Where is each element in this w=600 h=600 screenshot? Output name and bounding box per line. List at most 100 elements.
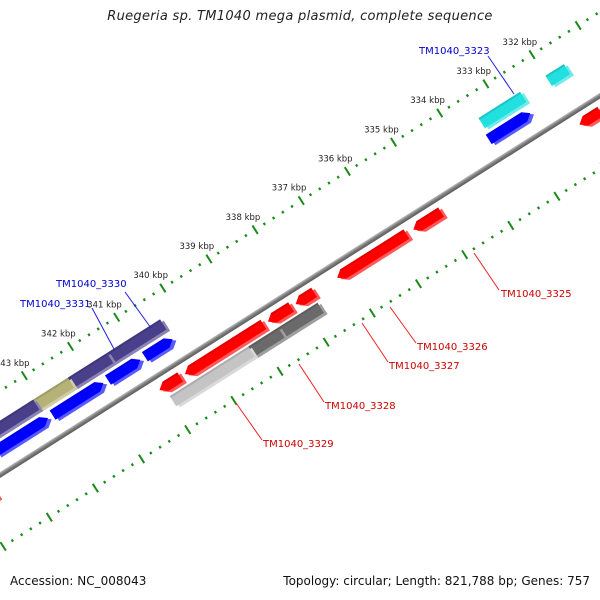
forward-cds-arrow[interactable] bbox=[49, 377, 110, 422]
minor-tick bbox=[546, 200, 550, 204]
minor-tick bbox=[10, 538, 14, 543]
feature-body bbox=[105, 358, 141, 385]
reverse-cds-arrow[interactable] bbox=[410, 206, 448, 237]
minor-tick bbox=[481, 241, 485, 245]
kbp-tick-label: 332 kbp bbox=[503, 38, 538, 48]
minor-tick bbox=[407, 287, 411, 292]
feature-body bbox=[337, 229, 410, 279]
feature-edge bbox=[169, 346, 250, 398]
feature-body bbox=[267, 302, 294, 323]
minor-tick bbox=[262, 222, 266, 226]
forward-cog-feature[interactable] bbox=[545, 63, 574, 89]
forward-cog-feature[interactable] bbox=[106, 318, 171, 366]
minor-tick bbox=[216, 251, 220, 255]
minor-tick bbox=[158, 445, 162, 449]
reverse-cds-arrow[interactable] bbox=[265, 301, 298, 329]
gene-label-leader bbox=[298, 363, 325, 403]
minor-tick bbox=[336, 175, 340, 179]
feature-edge bbox=[248, 327, 280, 349]
gene-label[interactable]: TM1040_3323 bbox=[418, 46, 490, 57]
major-tick bbox=[113, 312, 121, 323]
major-tick bbox=[20, 370, 28, 381]
minor-tick bbox=[176, 433, 181, 438]
sequence-backbone bbox=[0, 0, 600, 531]
kbp-tick-label: 333 kbp bbox=[456, 67, 491, 77]
minor-tick bbox=[379, 305, 384, 309]
feature-body bbox=[278, 302, 324, 338]
minor-tick bbox=[223, 404, 227, 409]
feature-body bbox=[169, 346, 255, 407]
reverse-cog-feature[interactable] bbox=[278, 301, 328, 340]
feature-edge bbox=[340, 229, 405, 272]
minor-tick bbox=[315, 346, 319, 350]
minor-tick bbox=[453, 258, 458, 263]
forward-cog-feature[interactable] bbox=[0, 398, 44, 441]
minor-tick bbox=[333, 334, 338, 338]
minor-tick bbox=[382, 146, 386, 150]
minor-tick bbox=[564, 188, 568, 193]
feature-body bbox=[141, 338, 173, 362]
major-tick bbox=[297, 195, 305, 206]
feature-body bbox=[159, 372, 184, 392]
feature-edge bbox=[106, 319, 162, 355]
forward-cog-feature[interactable] bbox=[67, 352, 118, 391]
forward-cds-arrow[interactable] bbox=[485, 107, 537, 146]
major-tick bbox=[390, 137, 398, 147]
minor-tick bbox=[124, 309, 128, 314]
reverse-cds-arrow[interactable] bbox=[334, 228, 414, 285]
forward-cog-feature[interactable] bbox=[478, 91, 531, 131]
reverse-cds-arrow[interactable] bbox=[157, 371, 187, 397]
reverse-cds-arrow[interactable] bbox=[577, 106, 600, 132]
minor-tick bbox=[539, 47, 543, 51]
major-tick bbox=[0, 541, 7, 552]
major-tick bbox=[368, 308, 376, 318]
forward-cds-arrow[interactable] bbox=[141, 333, 179, 364]
major-tick bbox=[322, 337, 330, 347]
forward-cds-arrow[interactable] bbox=[0, 412, 55, 459]
minor-tick bbox=[84, 492, 88, 496]
minor-tick bbox=[31, 368, 36, 372]
minor-tick bbox=[373, 152, 377, 156]
minor-tick bbox=[583, 177, 587, 181]
feature-body bbox=[33, 377, 75, 410]
gene-label[interactable]: TM1040_3331 bbox=[19, 299, 91, 310]
reverse-cog-feature[interactable] bbox=[169, 345, 259, 409]
major-tick bbox=[343, 166, 351, 177]
minor-tick bbox=[170, 280, 174, 284]
feature-edge bbox=[485, 112, 523, 137]
feature-edge bbox=[478, 91, 522, 120]
minor-tick bbox=[456, 99, 460, 104]
gene-label[interactable]: TM1040_3330 bbox=[55, 279, 127, 290]
gene-label[interactable]: TM1040_3328 bbox=[324, 401, 396, 412]
minor-tick bbox=[250, 387, 254, 391]
reverse-cds-arrow[interactable] bbox=[0, 488, 3, 525]
forward-cog-feature[interactable] bbox=[33, 376, 78, 412]
reverse-cds-arrow[interactable] bbox=[182, 319, 271, 382]
feature-body bbox=[106, 319, 167, 364]
major-tick bbox=[528, 49, 536, 60]
minor-tick bbox=[290, 204, 294, 209]
minor-tick bbox=[352, 322, 356, 327]
minor-tick bbox=[426, 276, 430, 280]
gene-label[interactable]: TM1040_3327 bbox=[388, 361, 460, 372]
reverse-cog-feature[interactable] bbox=[248, 326, 289, 359]
minor-tick bbox=[465, 93, 470, 98]
feature-body bbox=[248, 327, 285, 357]
gene-label[interactable]: TM1040_3325 bbox=[500, 289, 572, 300]
forward-cds-arrow[interactable] bbox=[105, 354, 147, 388]
feature-edge bbox=[278, 302, 319, 330]
major-tick bbox=[507, 220, 515, 231]
minor-tick bbox=[355, 163, 359, 168]
minor-tick bbox=[78, 338, 82, 343]
gene-label-leader bbox=[487, 55, 515, 95]
minor-tick bbox=[13, 379, 17, 384]
minor-tick bbox=[536, 206, 541, 210]
gene-label[interactable]: TM1040_3329 bbox=[262, 439, 334, 450]
minor-tick bbox=[567, 29, 571, 34]
kbp-tick-label: 336 kbp bbox=[318, 155, 353, 165]
minor-tick bbox=[259, 381, 264, 385]
reverse-cds-arrow[interactable] bbox=[293, 286, 321, 311]
minor-tick bbox=[585, 17, 590, 22]
gene-label[interactable]: TM1040_3326 bbox=[416, 342, 488, 353]
major-tick bbox=[553, 191, 561, 202]
